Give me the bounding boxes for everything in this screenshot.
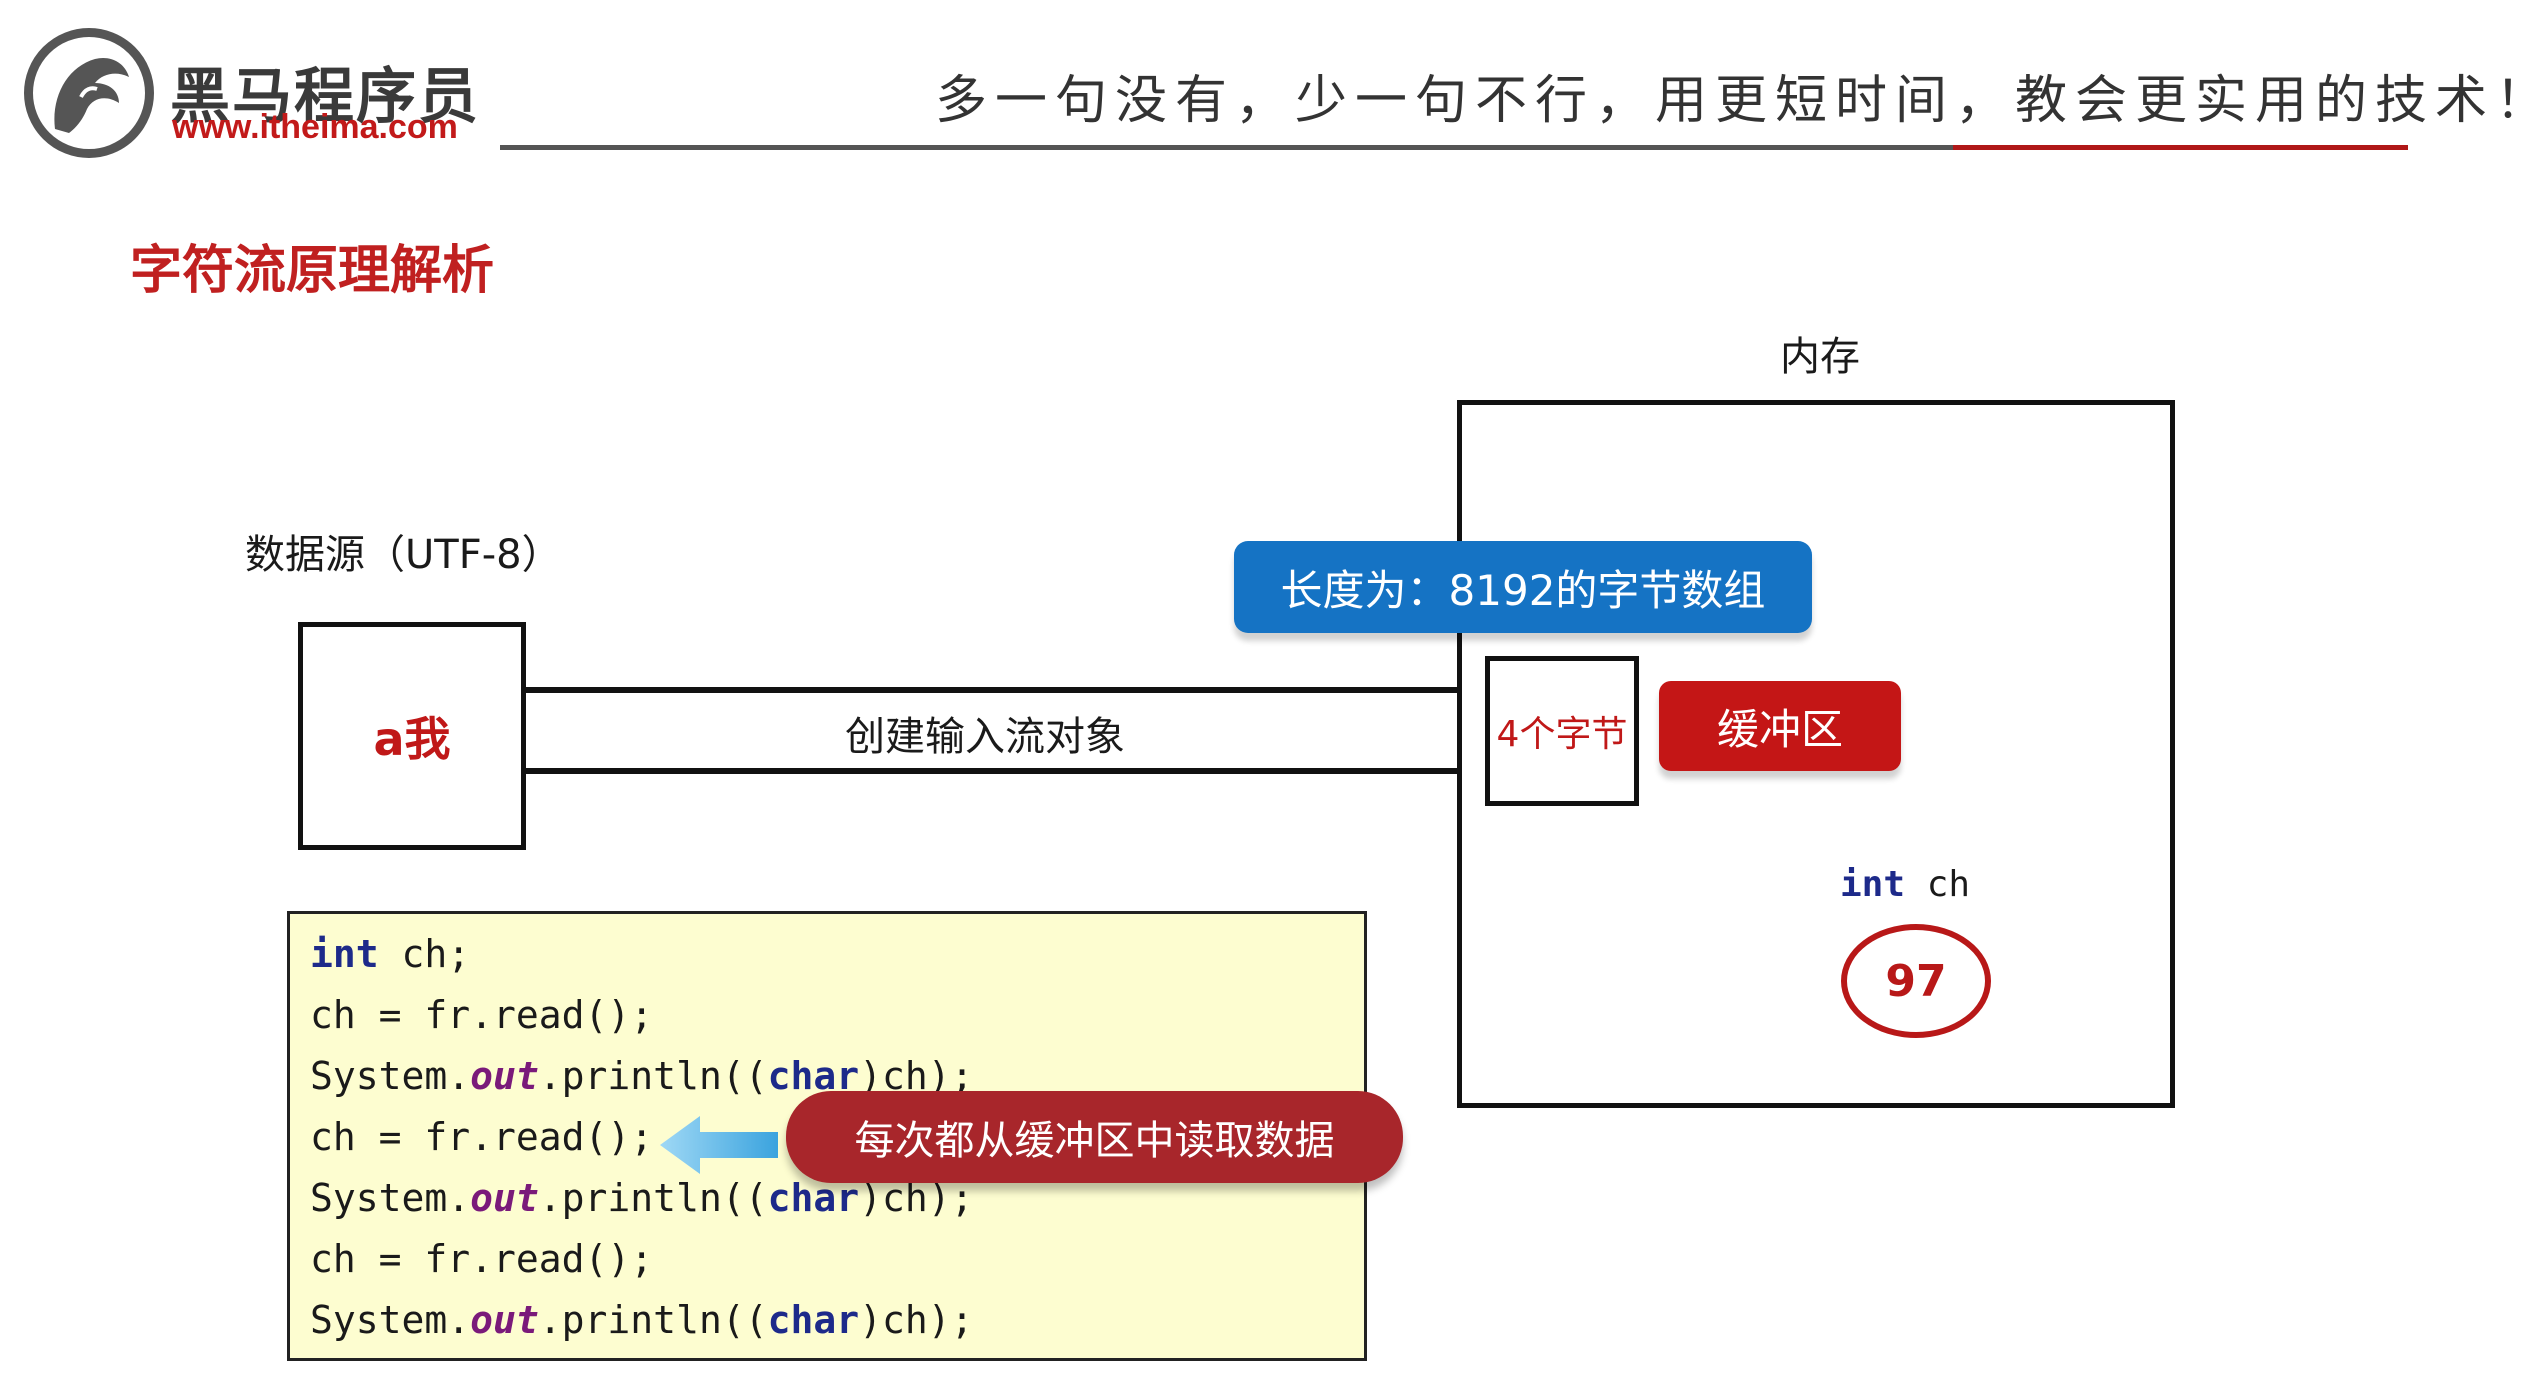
logo-url: www.itheima.com xyxy=(172,108,458,146)
logo-horse-icon xyxy=(24,28,154,158)
source-content: a我 xyxy=(373,712,451,766)
read-note: 每次都从缓冲区中读取数据 xyxy=(786,1091,1403,1183)
stream-pipe-bottom xyxy=(524,768,1462,774)
code-line-5: System.out.println((char)ch); xyxy=(310,1176,974,1220)
header-divider-accent xyxy=(1953,145,2408,150)
var-value: 97 xyxy=(1885,955,1947,1007)
source-box: a我 xyxy=(298,622,526,850)
arrow-left-icon xyxy=(660,1116,778,1174)
logo-title: 黑马程序员 xyxy=(170,62,480,132)
var-type: int xyxy=(1840,864,1906,905)
code-line-6: ch = fr.read(); xyxy=(310,1237,654,1281)
buffer-label: 缓冲区 xyxy=(1659,681,1901,771)
slogan: 多一句没有，少一句不行，用更短时间，教会更实用的技术！ xyxy=(935,71,2522,131)
byte-array-label: 长度为：8192的字节数组 xyxy=(1234,541,1812,633)
code-line-4: ch = fr.read(); xyxy=(310,1115,654,1159)
code-line-2: ch = fr.read(); xyxy=(310,993,654,1037)
header-divider xyxy=(500,145,1955,150)
bytes-box: 4个字节 xyxy=(1485,656,1639,806)
var-declaration: int ch xyxy=(1840,864,1970,905)
var-value-circle: 97 xyxy=(1841,924,1991,1038)
code-line-1: int ch; xyxy=(310,932,471,976)
source-label: 数据源（UTF-8） xyxy=(245,532,562,578)
bytes-label: 4个字节 xyxy=(1496,714,1628,755)
code-line-7: System.out.println((char)ch); xyxy=(310,1298,974,1342)
section-title: 字符流原理解析 xyxy=(130,241,495,301)
var-name: ch xyxy=(1926,864,1971,905)
memory-label: 内存 xyxy=(1780,334,1860,380)
code-line-3: System.out.println((char)ch); xyxy=(310,1054,974,1098)
stream-label: 创建输入流对象 xyxy=(845,714,1125,760)
stream-pipe-top xyxy=(524,687,1462,693)
